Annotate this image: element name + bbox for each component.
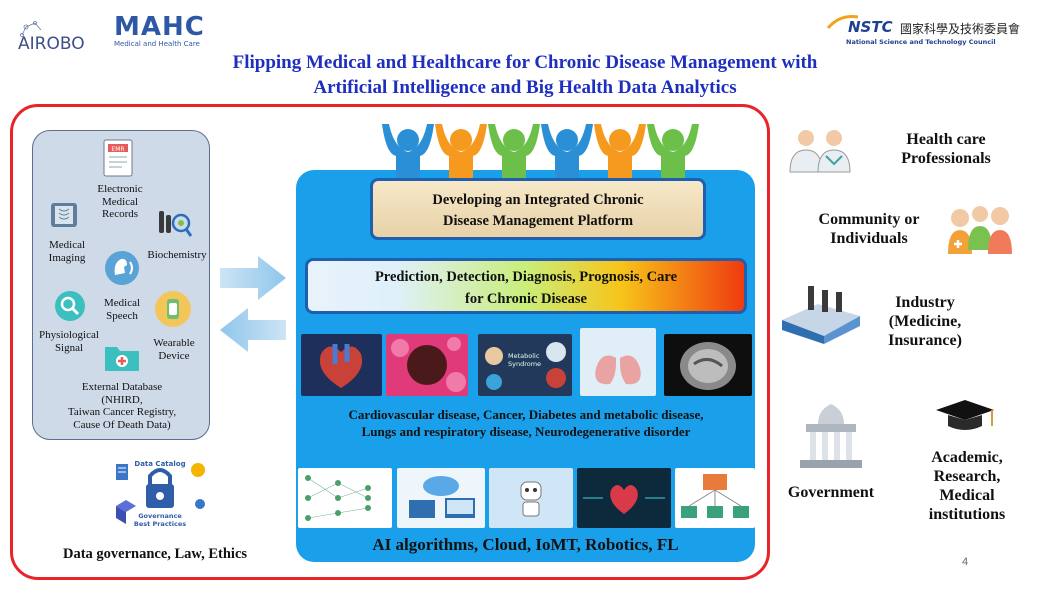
nstc-logo-chinese: 國家科學及技術委員會 — [900, 22, 1021, 36]
person-figure — [382, 124, 434, 182]
ehr-icon: EMR — [103, 139, 133, 177]
federated-learning-image — [675, 468, 755, 528]
svg-text:AIROBO: AIROBO — [18, 34, 85, 54]
mahc-logo: MAHC Medical and Health Care — [114, 14, 224, 50]
prediction-line-1: Prediction, Detection, Diagnosis, Progno… — [374, 269, 678, 285]
title-line-1: Flipping Medical and Healthcare for Chro… — [232, 52, 818, 73]
biochemistry-icon — [159, 211, 193, 237]
nstc-logo-text: NSTC — [848, 18, 893, 36]
mahc-logo-text: MAHC — [114, 12, 205, 42]
arrow-right-icon — [220, 256, 286, 300]
metabolic-label-1: Metabolic — [508, 352, 540, 360]
lungs-image — [580, 328, 656, 396]
family-icon — [948, 206, 1012, 254]
page-number: 4 — [962, 556, 969, 568]
gov-logo-top: Data Catalog — [134, 460, 185, 468]
prediction-box: Prediction, Detection, Diagnosis, Progno… — [305, 258, 747, 314]
person-figure — [647, 124, 699, 182]
disease-list: Cardiovascular disease, Cancer, Diabetes… — [300, 406, 752, 440]
airobo-logo: AIROBO — [16, 18, 106, 54]
platform-box: Developing an Integrated Chronic Disease… — [370, 178, 706, 240]
gov-logo-bottom-1: Governance — [138, 512, 182, 520]
external-db-label: External Database(NHIRD, Taiwan Cancer R… — [67, 381, 177, 431]
biochemistry-label: Biochemistry — [147, 249, 207, 261]
brain-mri-image — [664, 334, 752, 396]
person-figure — [541, 124, 593, 182]
page-title: Flipping Medical and Healthcare for Chro… — [150, 50, 900, 100]
main-frame — [10, 104, 770, 580]
heart-image — [301, 334, 382, 396]
arrow-left-icon — [220, 308, 286, 352]
mahc-logo-subtext: Medical and Health Care — [114, 40, 200, 48]
doctors-icon — [789, 130, 851, 173]
disease-line-2: Lungs and respiratory disease, Neurodege… — [361, 424, 691, 439]
speech-icon — [105, 251, 139, 285]
disease-line-1: Cardiovascular disease, Cancer, Diabetes… — [348, 407, 704, 422]
platform-line-2: Disease Management Platform — [442, 213, 634, 229]
cancer-cell-image — [386, 334, 468, 396]
person-figure — [488, 124, 540, 182]
ai-technologies-label: AI algorithms, Cloud, IoMT, Robotics, FL — [372, 535, 679, 554]
factory-icon — [782, 286, 860, 344]
government-label: Government — [787, 484, 875, 501]
data-governance-logo: Data Catalog Governance Best Practices — [112, 458, 208, 532]
nstc-logo-english: National Science and Technology Council — [846, 38, 996, 46]
person-figure — [435, 124, 487, 182]
folder-icon — [105, 347, 139, 371]
metabolic-syndrome-image: Metabolic Syndrome — [478, 334, 572, 396]
nstc-logo: NSTC 國家科學及技術委員會 National Science and Tec… — [826, 14, 1036, 50]
robot-image — [489, 468, 573, 528]
physiological-signal-icon — [55, 291, 85, 321]
prediction-line-2: for Chronic Disease — [465, 291, 587, 307]
gov-logo-bottom-2: Best Practices — [134, 520, 186, 528]
svg-text:EMR: EMR — [111, 146, 124, 153]
neural-network-image — [298, 468, 392, 528]
person-figure — [594, 124, 646, 182]
platform-line-1: Developing an Integrated Chronic — [432, 192, 644, 208]
government-building-icon — [800, 404, 862, 468]
wearable-device-icon — [155, 291, 191, 327]
title-line-2: Artificial Intelligence and Big Health D… — [313, 77, 737, 98]
cloud-image — [397, 468, 485, 528]
graduation-cap-icon — [936, 400, 994, 430]
xray-icon — [51, 203, 77, 227]
iomt-image — [577, 468, 671, 528]
industry-label: Industry(Medicine,Insurance) — [888, 294, 962, 349]
metabolic-label-2: Syndrome — [508, 360, 541, 368]
governance-label: Data governance, Law, Ethics — [62, 546, 248, 562]
people-group-icon — [382, 124, 699, 182]
